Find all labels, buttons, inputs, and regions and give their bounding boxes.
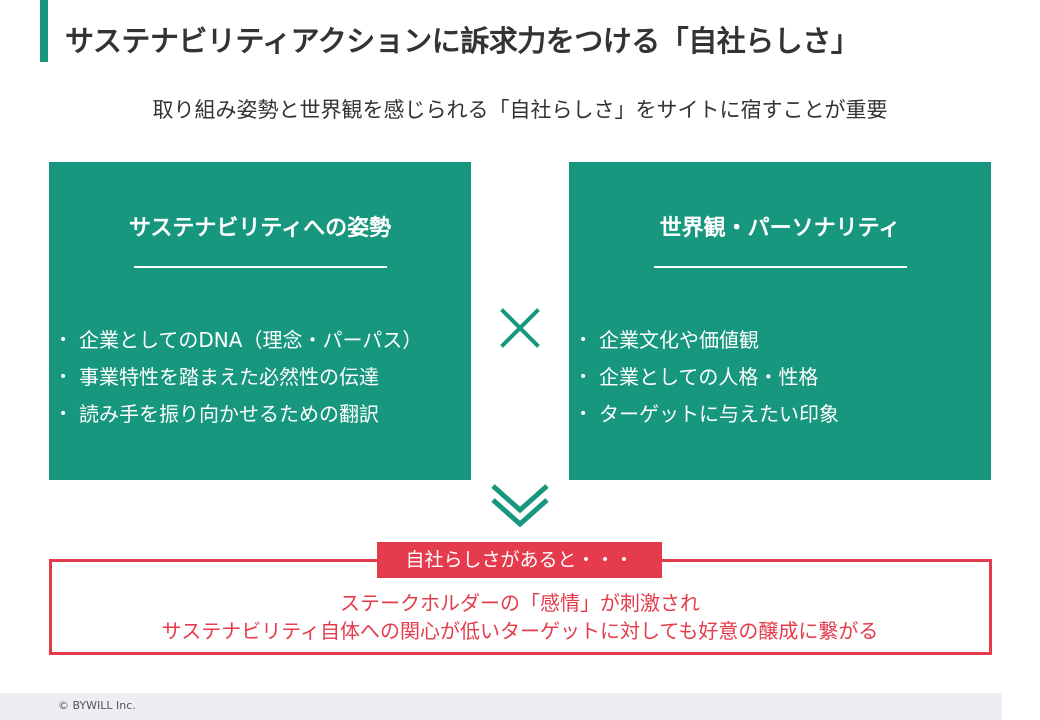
card-divider — [654, 266, 907, 268]
result-text: ステークホルダーの「感情」が刺激され サステナビリティ自体への関心が低いターゲッ… — [0, 589, 1040, 645]
list-item: 企業としての人格・性格 — [579, 359, 839, 396]
footer-band — [0, 693, 1002, 720]
list-item: 読み手を振り向かせるための翻訳 — [59, 396, 422, 433]
card-heading: 世界観・パーソナリティ — [659, 216, 901, 241]
card-divider — [134, 266, 387, 268]
card-bullet-list: 企業文化や価値観 企業としての人格・性格 ターゲットに与えたい印象 — [579, 322, 839, 433]
list-item: 企業文化や価値観 — [579, 322, 839, 359]
card-heading: サステナビリティへの姿勢 — [128, 216, 392, 241]
card-sustainability-stance: サステナビリティへの姿勢 企業としてのDNA（理念・パーパス） 事業特性を踏まえ… — [49, 162, 471, 480]
result-line: ステークホルダーの「感情」が刺激され — [340, 591, 700, 615]
copyright: © BYWILL Inc. — [58, 699, 136, 712]
list-item: ターゲットに与えたい印象 — [579, 396, 839, 433]
page-title: サステナビリティアクションに訴求力をつける「自社らしさ」 — [65, 24, 860, 58]
list-item: 事業特性を踏まえた必然性の伝達 — [59, 359, 422, 396]
result-tag: 自社らしさがあると・・・ — [377, 542, 662, 578]
card-worldview-personality: 世界観・パーソナリティ 企業文化や価値観 企業としての人格・性格 ターゲットに与… — [569, 162, 991, 480]
times-icon — [500, 308, 540, 348]
card-bullet-list: 企業としてのDNA（理念・パーパス） 事業特性を踏まえた必然性の伝達 読み手を振… — [59, 322, 422, 433]
list-item: 企業としてのDNA（理念・パーパス） — [59, 322, 422, 359]
result-line: サステナビリティ自体への関心が低いターゲットに対しても好意の醸成に繋がる — [161, 619, 879, 643]
title-accent-bar — [40, 0, 48, 62]
page-subtitle: 取り組み姿勢と世界観を感じられる「自社らしさ」をサイトに宿すことが重要 — [152, 98, 888, 122]
double-chevron-down-icon — [491, 484, 549, 528]
